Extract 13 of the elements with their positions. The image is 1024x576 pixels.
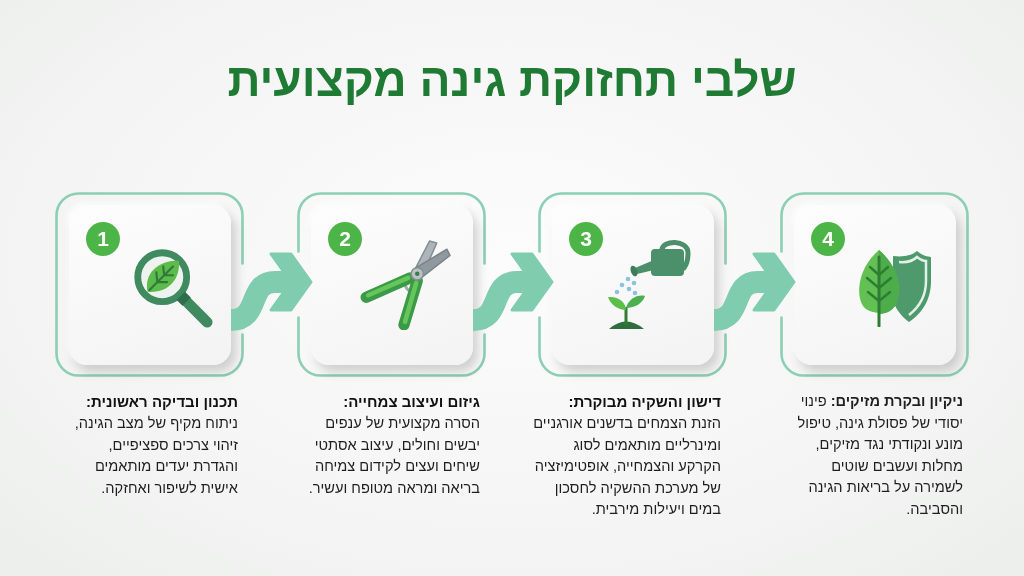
step-number: 4 bbox=[811, 222, 845, 256]
step-card bbox=[69, 205, 231, 365]
step-heading: תכנון ובדיקה ראשונית: bbox=[85, 392, 238, 412]
step-number: 1 bbox=[86, 222, 120, 256]
step-heading: דישון והשקיה מבוקרת: bbox=[567, 392, 721, 412]
step-description: הסרה מקצועית של ענפים יבשים וחולים, עיצוב אסתטי שיחים ועצים לקידום צמיחה בריאה ומראה מטופח ועשיר. bbox=[307, 414, 480, 498]
step-description: ניקיון ובקרת מזיקים: פינוי יסודי של פסולת גינה, טיפול מונע ונקודתי נגד מזיקים, מחלות ועשבים שוטים לשמירה על בריאות הגינה והסביבה. bbox=[796, 392, 963, 519]
step-heading: גיזום ועיצוב צמחייה: bbox=[342, 392, 480, 412]
step-number: 2 bbox=[328, 222, 362, 256]
step-number: 3 bbox=[569, 222, 603, 256]
step-description: הזנת הצמחים בדשנים אורגניים ומינרליים מותאמים לסוג הקרקע והצמחייה, אופטימיזציה של מערכת ההשקיה לחסכון במים ויעילות מירבית. bbox=[533, 414, 721, 519]
step-description: ניתוח מקיף של מצב הגינה, זיהוי צרכים ספציפיים, והגדרת יעדים מותאמים אישית לשיפור ואחזקה. bbox=[73, 414, 238, 498]
title: שלבי תחזוקת גינה מקצועית bbox=[227, 53, 797, 108]
